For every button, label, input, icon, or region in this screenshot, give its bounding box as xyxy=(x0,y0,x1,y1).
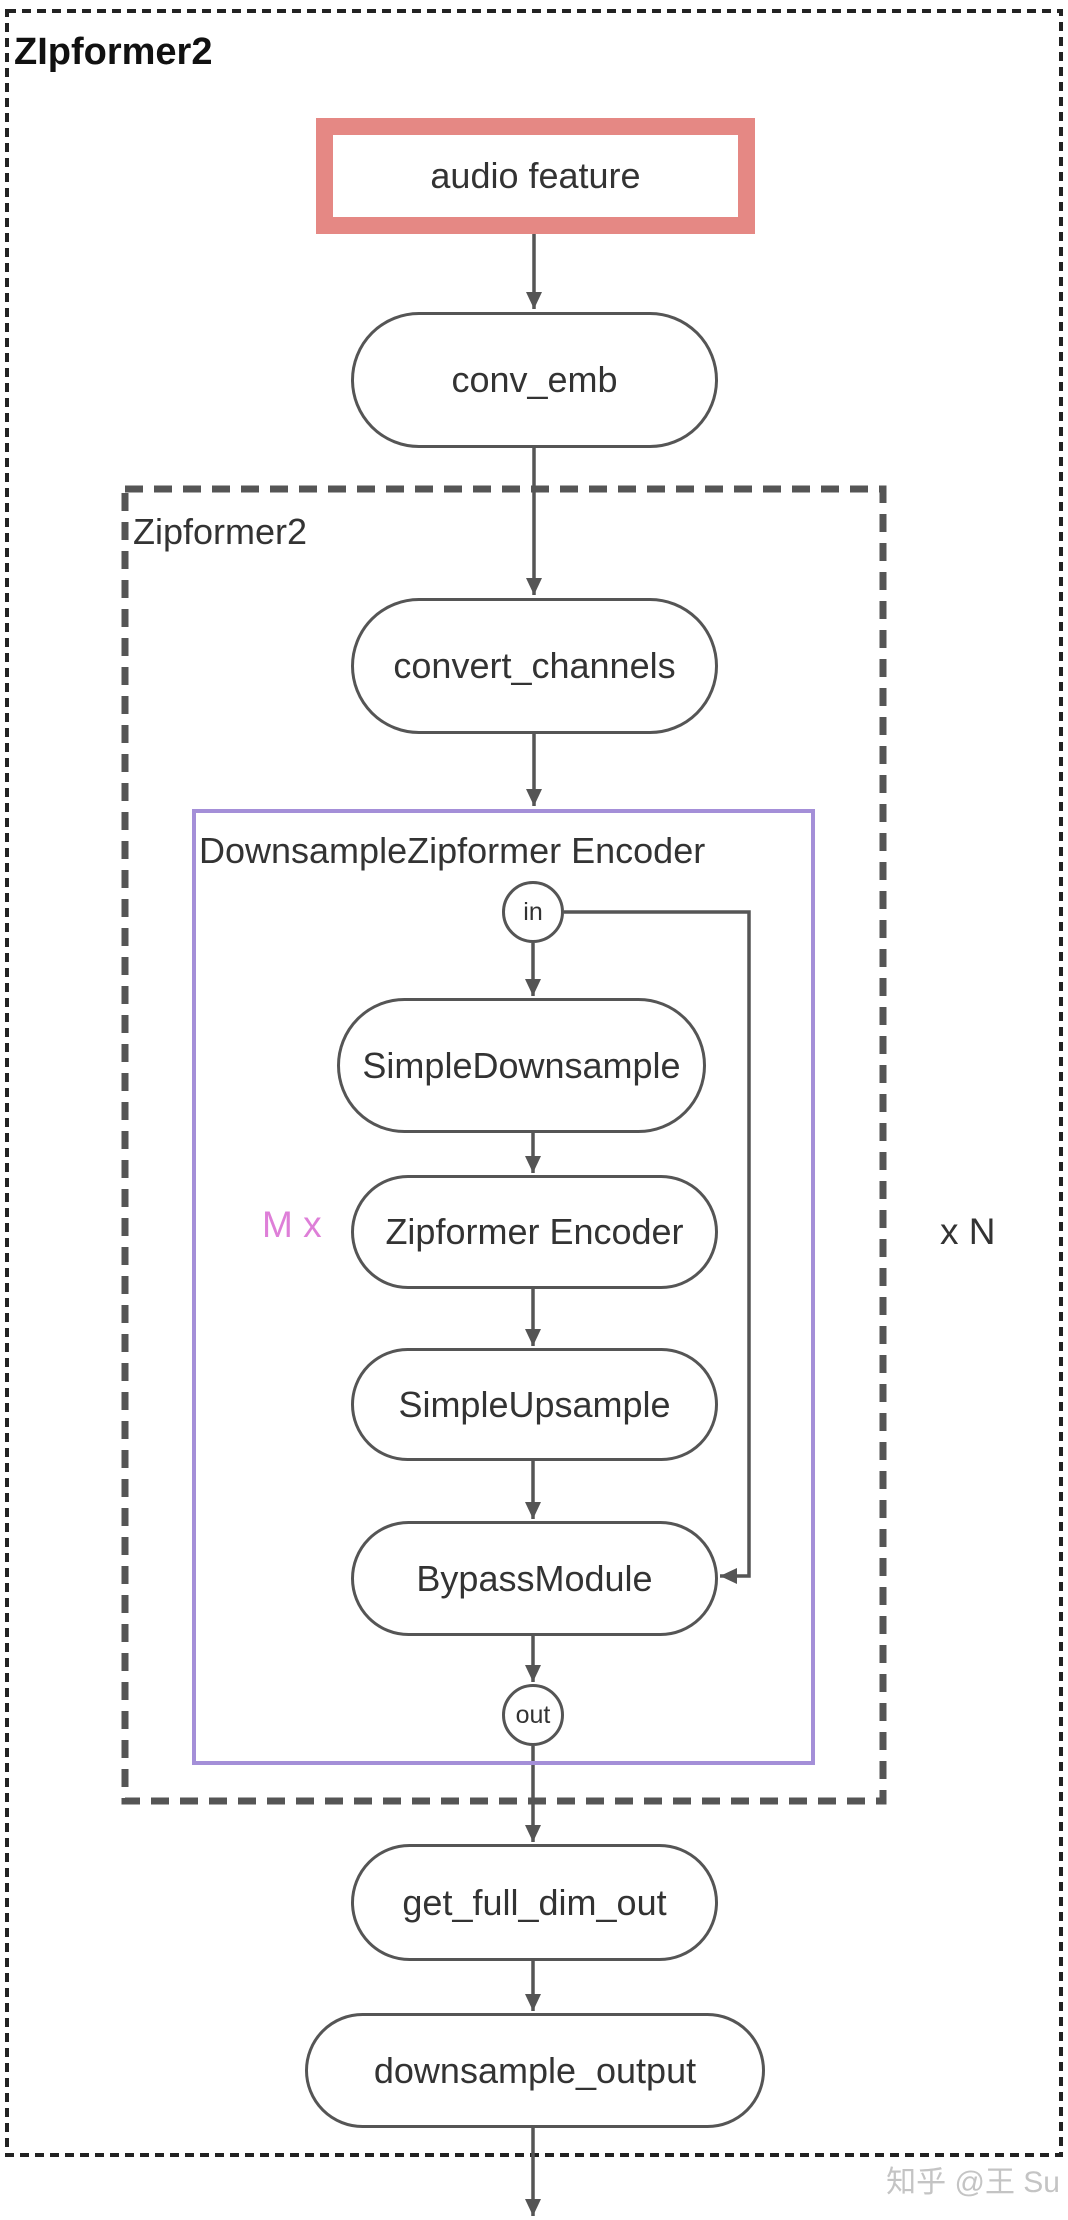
node-downsample-output: downsample_output xyxy=(305,2013,765,2128)
node-simple-downsample: SimpleDownsample xyxy=(337,998,706,1133)
repeat-outer-label: x N xyxy=(940,1211,996,1252)
encoder-group-frame xyxy=(192,809,815,1765)
bypass-connector xyxy=(564,910,751,1584)
node-bypass-module: BypassModule xyxy=(351,1521,718,1636)
inner-group-frame xyxy=(121,485,887,1805)
node-in: in xyxy=(502,881,564,943)
node-simple-upsample: SimpleUpsample xyxy=(351,1348,718,1461)
node-audio-feature: audio feature xyxy=(316,118,755,234)
node-get-full-dim-out: get_full_dim_out xyxy=(351,1844,718,1961)
watermark: 知乎 @王 Su xyxy=(886,2166,1060,2199)
diagram-title: ZIpformer2 xyxy=(14,31,213,73)
node-convert-channels: convert_channels xyxy=(351,598,718,734)
repeat-inner-label: M x xyxy=(262,1204,322,1245)
inner-group-label: Zipformer2 xyxy=(133,511,308,552)
encoder-group-label: DownsampleZipformer Encoder xyxy=(199,830,706,871)
node-zipformer-encoder: Zipformer Encoder xyxy=(351,1175,718,1289)
node-conv-emb: conv_emb xyxy=(351,312,718,448)
node-out: out xyxy=(502,1684,564,1746)
